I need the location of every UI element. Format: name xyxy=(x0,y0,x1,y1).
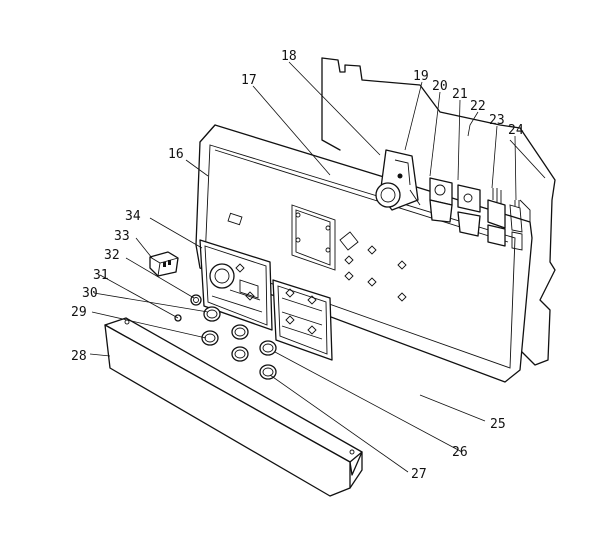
callout-20: 20 xyxy=(432,79,448,94)
callout-26: 26 xyxy=(452,445,468,460)
callout-labels: 16 17 18 19 20 21 22 23 24 25 26 27 28 2… xyxy=(71,49,524,482)
callout-27: 27 xyxy=(411,467,427,482)
connector-block xyxy=(149,251,179,277)
spring-nut xyxy=(174,294,202,322)
leader-lines xyxy=(89,61,517,473)
callout-19: 19 xyxy=(413,69,429,84)
callout-21: 21 xyxy=(452,87,468,102)
callout-31: 31 xyxy=(93,268,109,283)
callout-30: 30 xyxy=(82,286,98,301)
callout-18: 18 xyxy=(281,49,297,64)
switch-block-upper xyxy=(429,177,481,237)
callout-34: 34 xyxy=(125,209,141,224)
switch-bezel-plate xyxy=(272,279,333,361)
timer-assembly xyxy=(375,149,421,211)
callout-24: 24 xyxy=(508,123,524,138)
callout-25: 25 xyxy=(490,417,506,432)
callout-32: 32 xyxy=(104,248,120,263)
callout-22: 22 xyxy=(470,99,486,114)
panel-slot-marks xyxy=(344,245,407,302)
callout-16: 16 xyxy=(168,147,184,162)
center-bracket xyxy=(291,204,359,271)
knob-group xyxy=(201,306,277,380)
callout-17: 17 xyxy=(241,73,257,88)
callout-33: 33 xyxy=(114,229,130,244)
switch-block-lower xyxy=(487,188,523,251)
knob-bezel-plate xyxy=(199,239,273,331)
callout-23: 23 xyxy=(489,113,505,128)
callout-28: 28 xyxy=(71,349,87,364)
callout-29: 29 xyxy=(71,305,87,320)
control-panel-housing xyxy=(195,124,533,383)
